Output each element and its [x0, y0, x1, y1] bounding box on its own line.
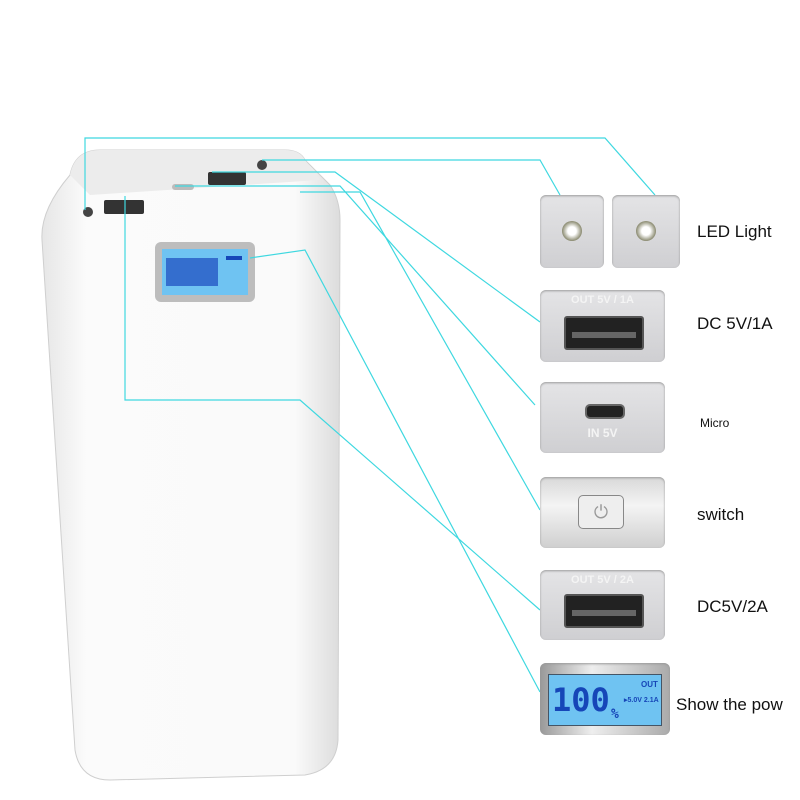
- label-show-power: Show the pow: [676, 695, 783, 714]
- port-label: IN 5V: [587, 426, 618, 440]
- led-panel-2: [612, 195, 680, 268]
- out-label: OUT: [641, 680, 658, 689]
- usb-port-icon: [564, 594, 644, 628]
- usb-port-2a: [104, 200, 144, 214]
- led-panel-1: [540, 195, 604, 268]
- lcd-panel: 100 % OUT ▸5.0V 2.1A: [540, 663, 670, 735]
- label-micro: Micro: [700, 416, 730, 430]
- micro-port: [172, 184, 194, 190]
- port-label: OUT 5V / 2A: [571, 574, 634, 586]
- label-led-light: LED Light: [697, 222, 772, 241]
- callout-lines: [84, 137, 656, 693]
- switch-panel: ⏻: [540, 477, 665, 548]
- percent-sign: %: [611, 707, 619, 722]
- led-light-icon: [562, 221, 582, 241]
- usb-2a-panel: OUT 5V / 2A: [540, 570, 665, 640]
- led-light-icon: [636, 221, 656, 241]
- usb-1a-panel: OUT 5V / 1A: [540, 290, 665, 362]
- port-label: OUT 5V / 1A: [571, 294, 634, 306]
- usb-port-icon: [564, 316, 644, 350]
- led-light-2: [257, 160, 267, 170]
- lcd-display: 100 % OUT ▸5.0V 2.1A: [548, 674, 662, 726]
- bank-lcd-out-mark: [226, 256, 242, 260]
- label-switch: switch: [697, 505, 745, 524]
- label-dc-2a: DC5V/2A: [697, 597, 768, 616]
- micro-usb-port-icon: [585, 404, 625, 419]
- micro-panel: IN 5V: [540, 382, 665, 453]
- bank-lcd-digits: [166, 258, 218, 286]
- usb-port-1a: [208, 172, 246, 185]
- label-dc-1a: DC 5V/1A: [697, 314, 773, 333]
- power-button-icon: ⏻: [578, 495, 624, 529]
- power-bank: [41, 149, 341, 781]
- battery-percent: 100: [552, 681, 610, 719]
- output-readout: ▸5.0V 2.1A: [624, 697, 659, 704]
